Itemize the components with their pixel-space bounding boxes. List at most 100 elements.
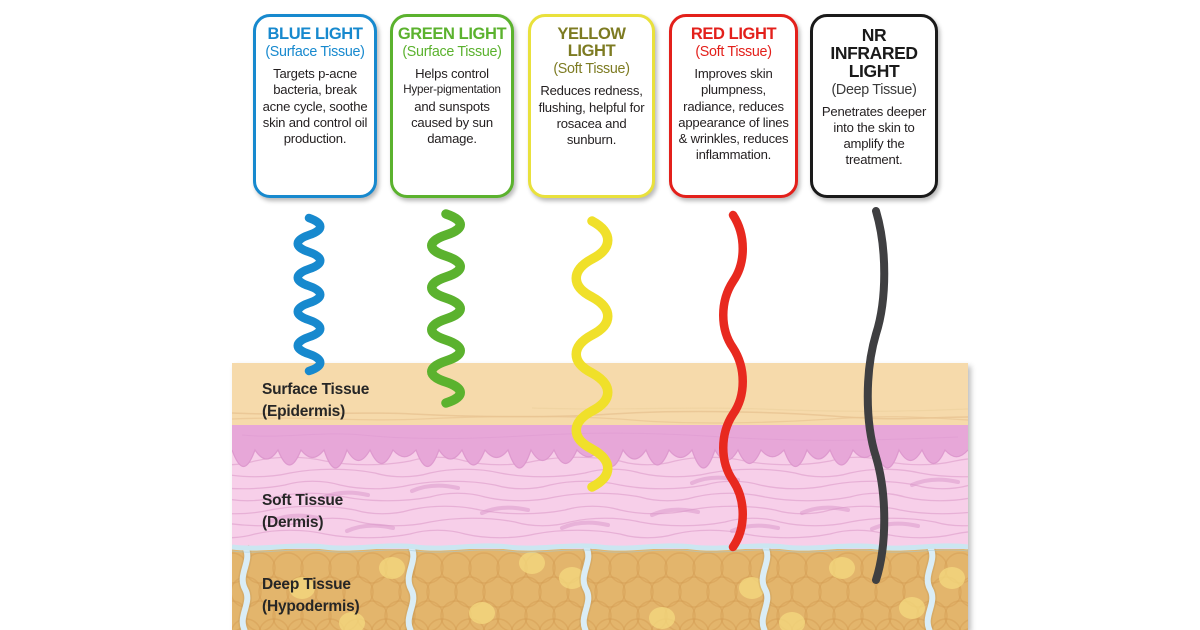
fat-lobule (692, 600, 724, 630)
green-light-description-line1: Helps control (415, 66, 489, 82)
fat-lobule (930, 618, 962, 630)
fat-lobule (232, 618, 262, 630)
fat-lobule-highlight (469, 602, 495, 624)
deep-tissue-label-main: Deep Tissue (262, 576, 351, 593)
fat-lobule (790, 618, 822, 630)
nr-infrared-light-subtitle: (Deep Tissue) (831, 81, 917, 98)
yellow-light-description: Reduces redness, flushing, helpful for r… (538, 83, 645, 148)
fat-lobule (874, 576, 906, 608)
fat-lobule (622, 618, 654, 630)
fat-lobule (902, 618, 934, 630)
green-light-title: GREEN LIGHT (397, 25, 507, 43)
fat-lobule (594, 618, 626, 630)
fat-lobule (510, 618, 542, 630)
dermis-fiber-accent (270, 513, 320, 523)
fat-lobule (482, 618, 514, 630)
fat-lobule-highlight (379, 557, 405, 579)
red-light-card: RED LIGHT (Soft Tissue) Improves skin pl… (669, 14, 798, 198)
surface-tissue-label-sub: (Epidermis) (262, 403, 346, 420)
fat-lobule-highlight (739, 577, 765, 599)
fat-lobule (692, 552, 724, 584)
fat-lobule (944, 600, 968, 630)
fat-lobule (272, 552, 304, 584)
deep-tissue-label: Deep Tissue (Hypodermis) (262, 574, 360, 618)
fat-lobule (538, 576, 570, 608)
fat-lobule-highlight (899, 597, 925, 619)
dermis-fiber-line (232, 505, 968, 515)
green-light-description: Helps control Hyper-pigmentation and sun… (396, 66, 508, 147)
papillary-band-texture (241, 432, 959, 441)
blue-light-wave (293, 213, 325, 376)
dermis-fiber-accent (480, 505, 530, 515)
fat-lobule (510, 576, 542, 608)
fat-lobule (664, 552, 696, 584)
fat-lobule (818, 576, 850, 608)
green-light-description-line3: and sunspots caused by sun damage. (411, 98, 493, 147)
fat-lobule (286, 618, 318, 630)
nr-infrared-light-title: NR INFRARED LIGHT (830, 25, 918, 82)
fat-lobule (580, 552, 612, 584)
fat-lobule (580, 600, 612, 630)
fat-lobule (720, 600, 752, 630)
fat-lobule (454, 618, 486, 630)
fat-lobule (342, 576, 374, 608)
fat-lobule (846, 576, 878, 608)
surface-tissue-label-main: Surface Tissue (262, 381, 370, 398)
fat-lobule (468, 600, 500, 630)
dermis-fiber-line (232, 468, 968, 478)
fat-lobule (706, 618, 738, 630)
dermis-fiber-accent (345, 523, 395, 533)
fat-lobule (958, 577, 968, 607)
nr-infrared-light-card: NR INFRARED LIGHT (Deep Tissue) Penetrat… (810, 14, 938, 198)
septum-line (580, 545, 592, 630)
yellow-light-subtitle: (Soft Tissue) (553, 61, 630, 78)
fat-lobule (328, 552, 360, 584)
fat-lobule-highlight (339, 612, 365, 630)
fat-lobule (776, 552, 808, 584)
green-light-description-line2: Hyper-pigmentation (403, 83, 501, 97)
dermis-fiber-accent (800, 505, 850, 515)
septum-line (239, 545, 251, 630)
fat-lobule (622, 576, 654, 608)
membrane-shadow (232, 549, 968, 553)
fat-lobule (888, 552, 920, 584)
fat-lobule-highlight (649, 607, 675, 629)
fat-lobule (454, 576, 486, 608)
yellow-light-title: YELLOW LIGHT (557, 25, 626, 61)
fat-lobule (384, 600, 416, 630)
fat-lobule (482, 576, 514, 608)
surface-tissue-label: Surface Tissue (Epidermis) (262, 379, 369, 423)
fat-lobule (720, 552, 752, 584)
fat-lobule (524, 600, 556, 630)
dermis-fiber-accent (650, 507, 700, 517)
fat-lobule (608, 600, 640, 630)
fat-lobule (300, 552, 332, 584)
soft-tissue-label: Soft Tissue (Dermis) (262, 490, 343, 534)
septum-line (924, 545, 936, 630)
fat-lobule (776, 600, 808, 630)
septum-line (759, 545, 771, 630)
fat-lobule (468, 552, 500, 584)
fat-lobule (762, 618, 794, 630)
fat-lobule (706, 576, 738, 608)
fat-lobule (258, 618, 290, 630)
dermis-fiber-accent (320, 490, 370, 500)
fat-lobule-highlight (829, 557, 855, 579)
fat-lobule (426, 576, 458, 608)
blue-light-title: BLUE LIGHT (267, 25, 363, 43)
fat-lobule (272, 600, 304, 630)
dermis-fiber-accent (560, 520, 610, 530)
fat-lobule (300, 600, 332, 630)
fat-lobule (314, 618, 346, 630)
red-light-title: RED LIGHT (690, 25, 777, 43)
fat-lobule (734, 618, 766, 630)
fat-lobule (314, 576, 346, 608)
fat-lobule (790, 576, 822, 608)
fat-lobule (232, 600, 248, 630)
dermis-fiber-line (232, 492, 968, 502)
blue-light-card: BLUE LIGHT (Surface Tissue) Targets p-ac… (253, 14, 377, 198)
fat-lobule (412, 600, 444, 630)
fat-lobule (258, 576, 290, 608)
fat-lobule-highlight (559, 567, 585, 589)
fat-lobule (594, 576, 626, 608)
